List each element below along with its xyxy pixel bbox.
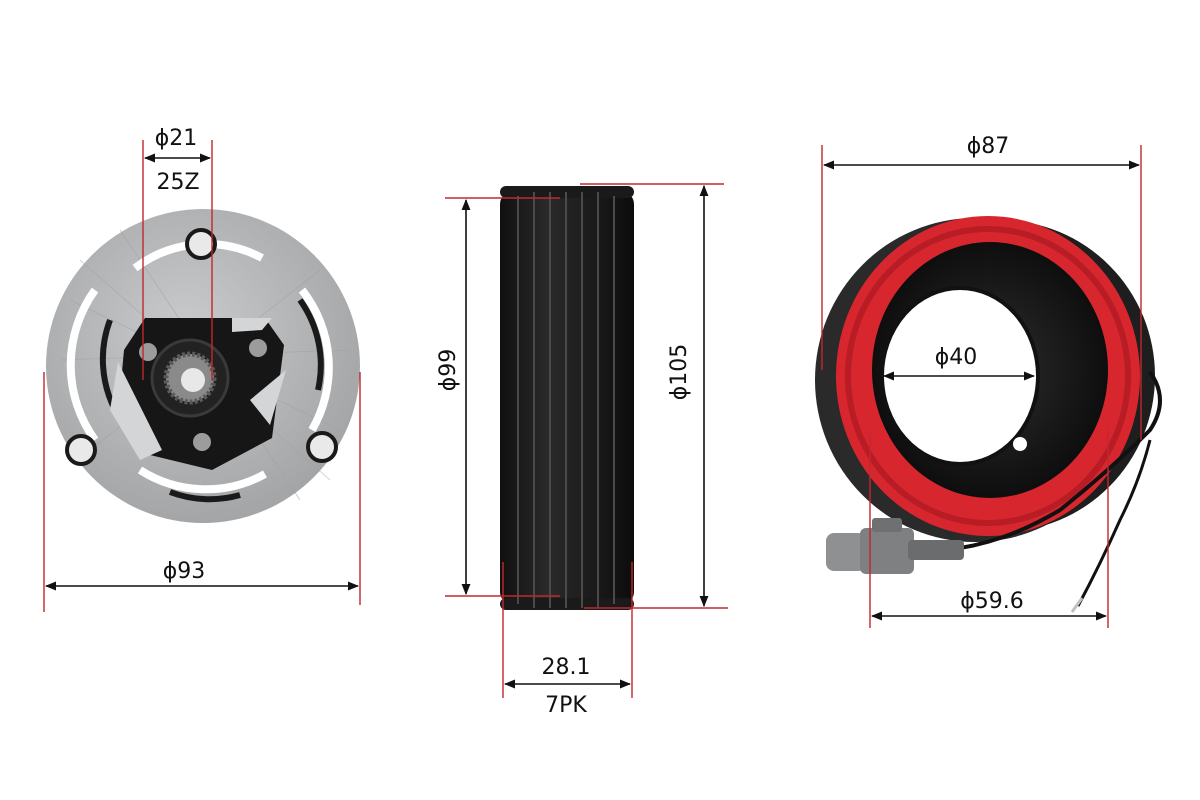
plate-slot xyxy=(298,287,333,433)
coil-dimensions: ϕ87 ϕ40 ϕ59.6 xyxy=(821,134,1142,628)
plate-slot-dark xyxy=(168,489,241,503)
spline-count-label: 25Z xyxy=(156,170,199,195)
clutch-plate xyxy=(46,209,360,523)
pulley-outer-diameter-label: ϕ105 xyxy=(667,344,692,401)
plate-slot xyxy=(137,466,267,494)
coil-connector xyxy=(826,518,964,574)
rivet xyxy=(306,431,338,463)
pulley-grooves xyxy=(517,192,615,608)
rivet xyxy=(65,434,97,466)
coil-lead-wire xyxy=(959,370,1162,550)
plate-slot-dark xyxy=(297,298,324,391)
clutch-plate-dimensions: ϕ21 25Z ϕ93 xyxy=(43,126,361,612)
plate-slot-dark xyxy=(99,318,118,412)
plate-outer-diameter-label: ϕ93 xyxy=(163,559,206,584)
coil-lead-wire xyxy=(1076,439,1152,607)
hub-rivet xyxy=(193,433,211,451)
pulley-dimensions: ϕ99 ϕ105 28.1 7PK xyxy=(436,183,728,718)
pulley-width-label: 28.1 xyxy=(542,655,591,680)
hub-spring-leaf xyxy=(250,370,286,425)
hub-rivet xyxy=(249,339,267,357)
coil-bore-rim xyxy=(880,286,1040,466)
bore-diameter-label: ϕ21 xyxy=(155,126,198,151)
belt-type-label: 7PK xyxy=(545,693,587,718)
coil-outer-diameter-label: ϕ87 xyxy=(967,134,1010,159)
coil-inner-diameter-label: ϕ40 xyxy=(935,345,978,370)
rivet xyxy=(185,228,217,260)
coil-body-diameter-label: ϕ59.6 xyxy=(960,589,1024,614)
coil-pin-hole xyxy=(1013,437,1027,451)
coil-red-ring-highlight xyxy=(845,226,1131,526)
plate-slot xyxy=(66,287,99,443)
hub-spring-leaf xyxy=(110,362,162,460)
hub-spring-leaf xyxy=(232,318,272,332)
hub-rivet xyxy=(139,343,157,361)
groove-diameter-label: ϕ99 xyxy=(436,349,461,392)
spline-bore-center xyxy=(181,368,205,392)
coil-wire-tip xyxy=(1070,597,1084,613)
pulley xyxy=(500,186,634,610)
